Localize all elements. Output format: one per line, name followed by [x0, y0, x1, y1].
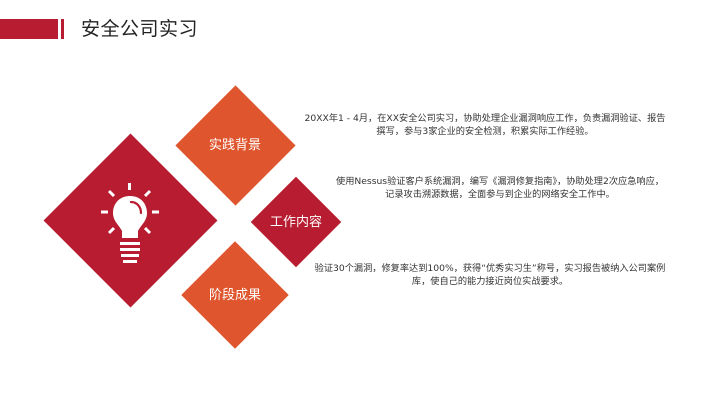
description-line: 验证30个漏洞，修复率达到100%，获得“优秀实习生”称号，实习报告被纳入公司案… — [314, 263, 666, 274]
section-description-work: 使用Nessus验证客户系统漏洞，编写《漏洞修复指南》，协助处理2次应急响应， … — [330, 175, 670, 201]
section-label-results: 阶段成果 — [208, 288, 262, 303]
section-description-results: 验证30个漏洞，修复率达到100%，获得“优秀实习生”称号，实习报告被纳入公司案… — [305, 262, 675, 288]
description-line: 20XX年1 - 4月，在XX安全公司实习，协助处理企业漏洞响应工作，负责漏洞验… — [304, 113, 666, 124]
section-label-background: 实践背景 — [208, 138, 262, 153]
title-accent-tick — [61, 19, 64, 39]
lightbulb-icon — [101, 183, 159, 263]
description-line: 使用Nessus验证客户系统漏洞，编写《漏洞修复指南》，协助处理2次应急响应， — [336, 176, 664, 187]
section-description-background: 20XX年1 - 4月，在XX安全公司实习，协助处理企业漏洞响应工作，负责漏洞验… — [300, 112, 670, 138]
page-title: 安全公司实习 — [81, 18, 199, 40]
title-accent-bar — [0, 19, 58, 39]
section-label-work: 工作内容 — [269, 215, 323, 230]
description-line: 撰写，参与3家企业的安全检测，积累实际工作经验。 — [376, 126, 594, 137]
description-line: 库，使自己的能力接近岗位实战要求。 — [411, 276, 569, 287]
description-line: 记录攻击溯源数据，全面参与到企业的网络安全工作中。 — [385, 189, 615, 200]
